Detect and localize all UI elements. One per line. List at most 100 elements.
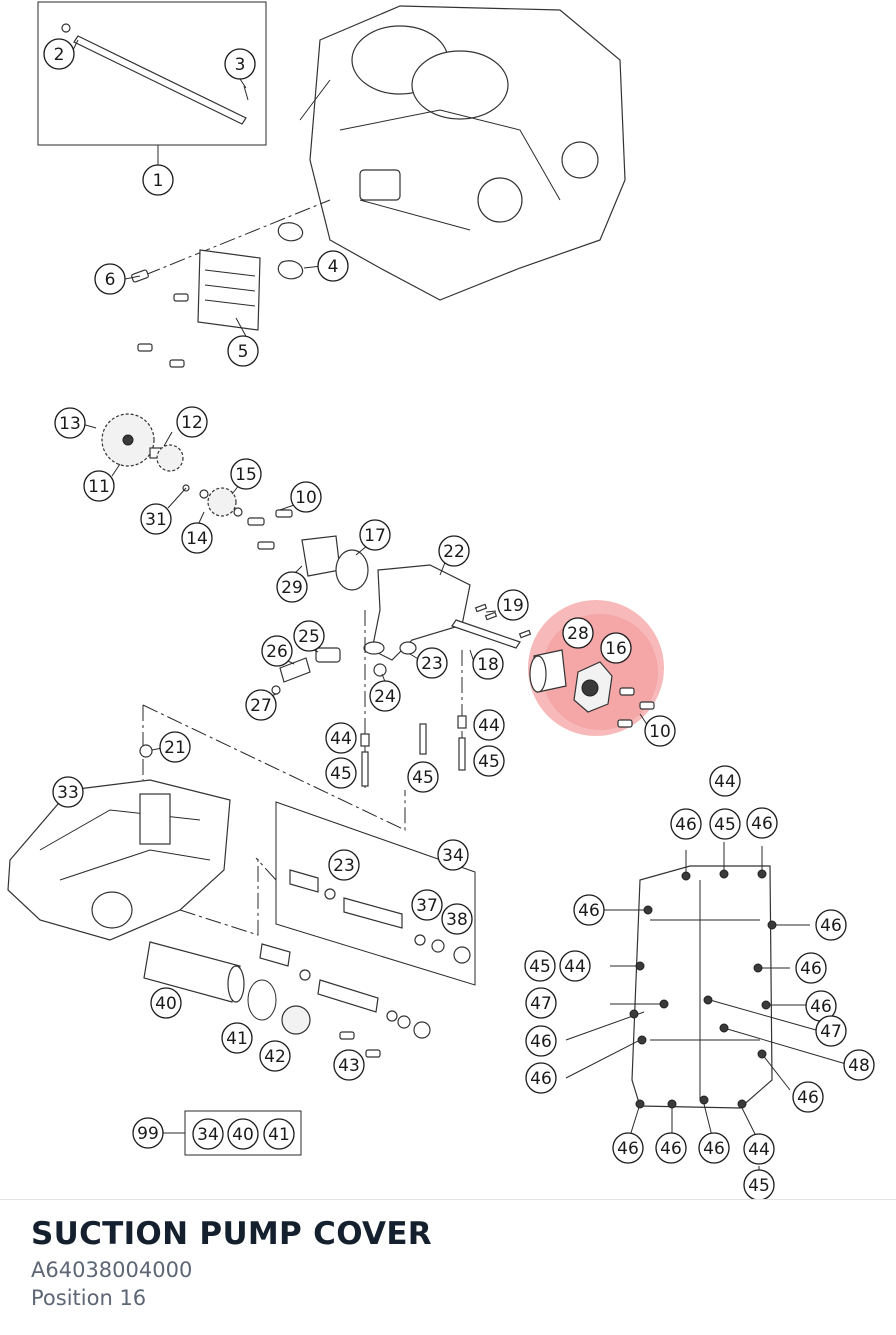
callout-44[interactable]: 44 — [709, 765, 741, 797]
callout-11[interactable]: 11 — [83, 470, 115, 502]
callout-5[interactable]: 5 — [227, 335, 259, 367]
callout-45[interactable]: 45 — [709, 808, 741, 840]
filter-group — [143, 801, 476, 1058]
callout-19[interactable]: 19 — [497, 589, 529, 621]
callout-43[interactable]: 43 — [333, 1049, 365, 1081]
engine-block — [299, 5, 626, 301]
svg-text:34: 34 — [197, 1125, 219, 1145]
callout-41[interactable]: 41 — [221, 1022, 253, 1054]
svg-text:3: 3 — [235, 55, 246, 75]
svg-text:22: 22 — [443, 542, 465, 562]
callout-46[interactable]: 46 — [795, 952, 827, 984]
callout-14[interactable]: 14 — [181, 522, 213, 554]
callout-25[interactable]: 25 — [293, 620, 325, 652]
svg-text:47: 47 — [530, 994, 552, 1014]
callout-22[interactable]: 22 — [438, 535, 470, 567]
callout-6[interactable]: 6 — [94, 263, 126, 295]
part-info-panel: SUCTION PUMP COVER A64038004000 Position… — [31, 1212, 871, 1312]
callout-46[interactable]: 46 — [612, 1132, 644, 1164]
callout-45[interactable]: 45 — [524, 950, 556, 982]
part-number: A64038004000 — [31, 1258, 193, 1282]
oil-cooler-group — [131, 199, 331, 368]
svg-text:28: 28 — [567, 624, 589, 644]
svg-text:38: 38 — [446, 910, 468, 930]
callout-15[interactable]: 15 — [230, 458, 262, 490]
callout-10[interactable]: 10 — [644, 715, 676, 747]
svg-text:5: 5 — [238, 342, 249, 362]
svg-text:44: 44 — [564, 957, 586, 977]
callout-45[interactable]: 45 — [743, 1169, 775, 1200]
callout-40[interactable]: 40 — [227, 1118, 259, 1150]
callout-47[interactable]: 47 — [815, 1015, 847, 1047]
svg-text:45: 45 — [412, 768, 434, 788]
callout-24[interactable]: 24 — [369, 680, 401, 712]
callout-28[interactable]: 28 — [562, 617, 594, 649]
callout-26[interactable]: 26 — [261, 635, 293, 667]
svg-text:23: 23 — [333, 856, 355, 876]
callout-34[interactable]: 34 — [192, 1118, 224, 1150]
callout-46[interactable]: 46 — [698, 1132, 730, 1164]
part-title: SUCTION PUMP COVER — [31, 1216, 432, 1252]
svg-text:34: 34 — [442, 846, 464, 866]
callout-17[interactable]: 17 — [359, 519, 391, 551]
callout-41[interactable]: 41 — [263, 1118, 295, 1150]
callout-16[interactable]: 16 — [600, 632, 632, 664]
callout-46[interactable]: 46 — [805, 990, 837, 1022]
callout-45[interactable]: 45 — [407, 761, 439, 793]
callout-46[interactable]: 46 — [525, 1062, 557, 1094]
callout-46[interactable]: 46 — [655, 1132, 687, 1164]
callout-44[interactable]: 44 — [473, 709, 505, 741]
callout-47[interactable]: 47 — [525, 987, 557, 1019]
callout-46[interactable]: 46 — [746, 807, 778, 839]
callout-99[interactable]: 99 — [132, 1117, 164, 1149]
callout-44[interactable]: 44 — [743, 1133, 775, 1165]
callout-2[interactable]: 2 — [43, 38, 75, 70]
kit-box — [163, 1110, 302, 1156]
svg-text:17: 17 — [364, 526, 386, 546]
svg-text:44: 44 — [330, 729, 352, 749]
svg-text:4: 4 — [328, 257, 339, 277]
svg-text:46: 46 — [578, 901, 600, 921]
callout-4[interactable]: 4 — [317, 250, 349, 282]
callout-38[interactable]: 38 — [441, 903, 473, 935]
svg-text:26: 26 — [266, 642, 288, 662]
callout-31[interactable]: 31 — [140, 503, 172, 535]
svg-text:6: 6 — [105, 270, 116, 290]
callout-46[interactable]: 46 — [670, 808, 702, 840]
svg-text:46: 46 — [810, 997, 832, 1017]
callout-44[interactable]: 44 — [559, 950, 591, 982]
callout-10[interactable]: 10 — [290, 481, 322, 513]
callout-46[interactable]: 46 — [525, 1025, 557, 1057]
callout-29[interactable]: 29 — [276, 571, 308, 603]
oil-pump-assembly — [247, 509, 532, 790]
callout-3[interactable]: 3 — [224, 48, 256, 80]
callout-46[interactable]: 46 — [573, 894, 605, 926]
callout-40[interactable]: 40 — [150, 987, 182, 1019]
svg-text:46: 46 — [675, 815, 697, 835]
svg-text:47: 47 — [820, 1022, 842, 1042]
callout-37[interactable]: 37 — [411, 889, 443, 921]
callout-44[interactable]: 44 — [325, 722, 357, 754]
svg-text:48: 48 — [848, 1056, 870, 1076]
callout-48[interactable]: 48 — [843, 1049, 875, 1081]
svg-text:99: 99 — [137, 1124, 159, 1144]
callout-12[interactable]: 12 — [176, 406, 208, 438]
callout-46[interactable]: 46 — [815, 909, 847, 941]
callout-1[interactable]: 1 — [142, 164, 174, 196]
callout-42[interactable]: 42 — [259, 1040, 291, 1072]
svg-text:33: 33 — [57, 783, 79, 803]
oil-pan-left — [7, 704, 406, 941]
callout-18[interactable]: 18 — [472, 648, 504, 680]
callout-23[interactable]: 23 — [328, 849, 360, 881]
exploded-parts-diagram: 1 2 3 4 5 6 13 12 11 15 10 31 14 17 22 2… — [7, 1, 875, 1200]
svg-text:37: 37 — [416, 896, 438, 916]
callout-33[interactable]: 33 — [52, 776, 84, 808]
callout-13[interactable]: 13 — [54, 407, 86, 439]
callout-23[interactable]: 23 — [416, 647, 448, 679]
callout-34[interactable]: 34 — [437, 839, 469, 871]
callout-27[interactable]: 27 — [245, 689, 277, 721]
callout-21[interactable]: 21 — [159, 731, 191, 763]
callout-46[interactable]: 46 — [792, 1081, 824, 1113]
callout-45[interactable]: 45 — [473, 745, 505, 777]
callout-45[interactable]: 45 — [325, 757, 357, 789]
